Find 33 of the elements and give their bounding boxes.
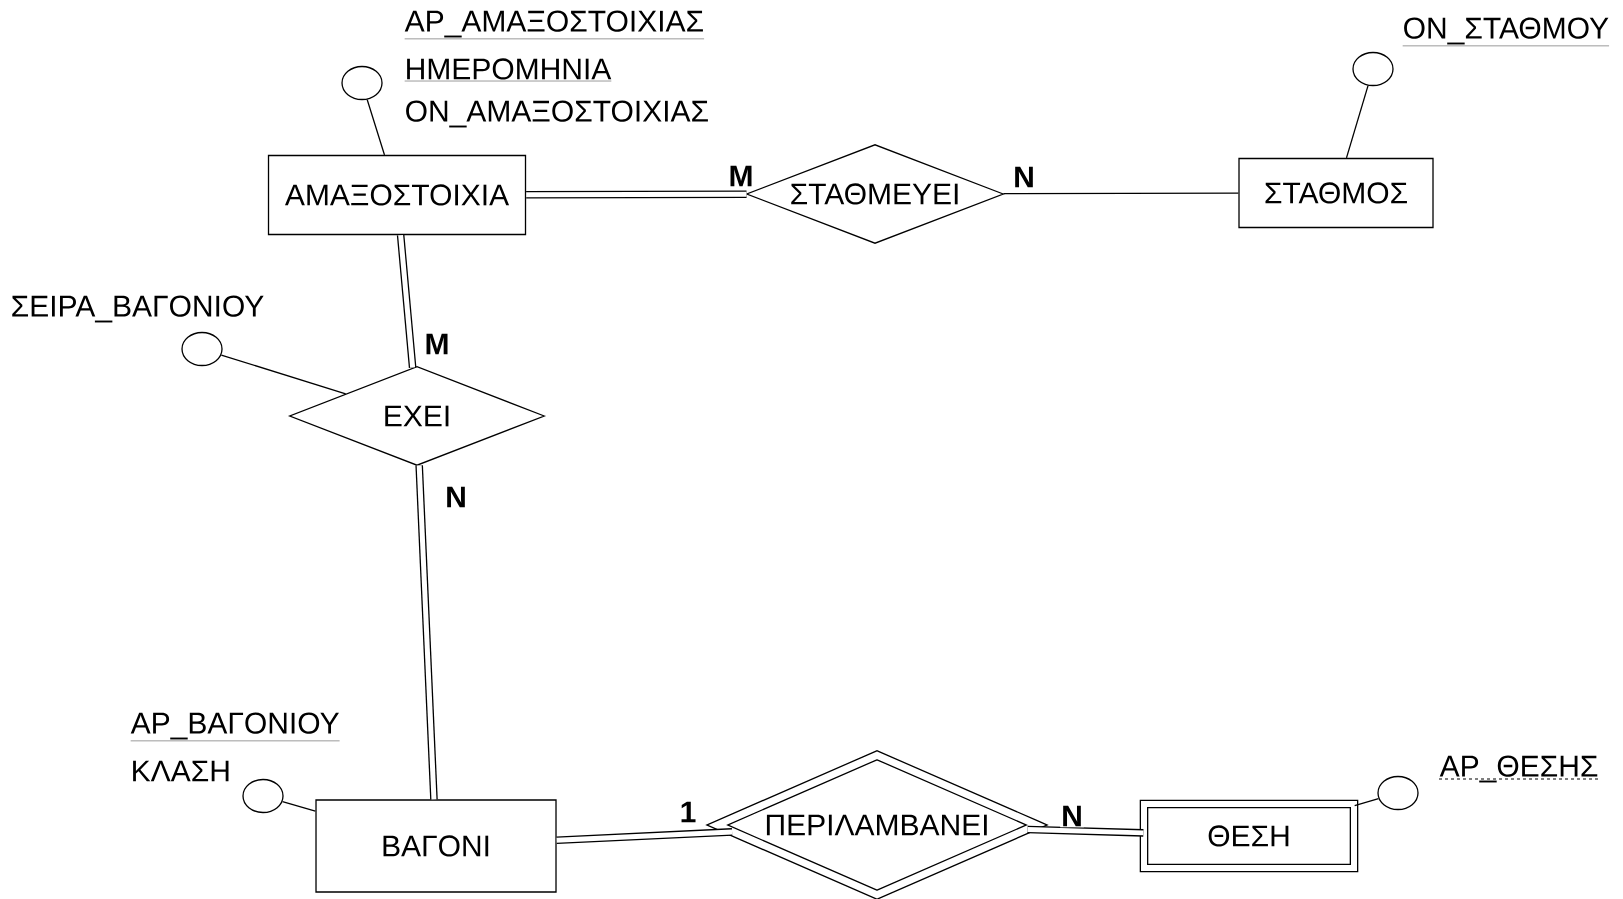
key-attribute-label: ΑΡ_ΑΜΑΞΟΣΤΟΙΧΙΑΣ: [404, 10, 705, 40]
attribute-circle: [181, 331, 223, 367]
attribute-circle: [341, 65, 383, 101]
key-attribute-label: ΑΡ_ΒΑΓΟΝΙΟΥ: [130, 712, 340, 742]
key-attribute-label: ΟΝ_ΣΤΑΘΜΟΥ: [1402, 17, 1610, 47]
connector-line: [1354, 798, 1380, 807]
double-line: [526, 190, 747, 199]
cardinality-label: M: [423, 332, 451, 356]
cardinality-label: N: [1012, 165, 1036, 189]
entity-box: ΘΕΣΗ: [1139, 799, 1359, 873]
double-line: [556, 828, 733, 845]
attribute-circle: [1352, 51, 1394, 87]
connector-line: [281, 801, 316, 812]
entity-box: ΒΑΓΟΝΙ: [315, 799, 557, 893]
connector-line: [1002, 192, 1239, 195]
connector-line: [1345, 85, 1369, 159]
key-attribute-label: ΗΜΕΡΟΜΗΝΙΑ: [404, 58, 612, 82]
attribute-label: ΟΝ_ΑΜΑΞΟΣΤΟΙΧΙΑΣ: [406, 100, 708, 128]
attribute-circle: [1377, 775, 1419, 811]
connector-line: [366, 98, 386, 156]
cardinality-label: N: [1060, 804, 1084, 828]
double-line: [396, 234, 417, 368]
attribute-label: ΣΕΙΡΑ_ΒΑΓΟΝΙΟΥ: [12, 295, 264, 323]
entity-box: ΣΤΑΘΜΟΣ: [1238, 157, 1434, 229]
cardinality-label: N: [444, 485, 468, 509]
attribute-label: ΚΛΑΣΗ: [133, 760, 229, 782]
cardinality-label: 1: [678, 800, 698, 824]
partial-key-attribute-label: ΑΡ_ΘΕΣΗΣ: [1438, 755, 1600, 783]
connector-line: [220, 354, 347, 395]
entity-box: ΑΜΑΞΟΣΤΟΙΧΙΑ: [267, 154, 527, 236]
double-line: [415, 465, 438, 800]
double-line: [1027, 825, 1144, 837]
attribute-circle: [242, 778, 284, 814]
